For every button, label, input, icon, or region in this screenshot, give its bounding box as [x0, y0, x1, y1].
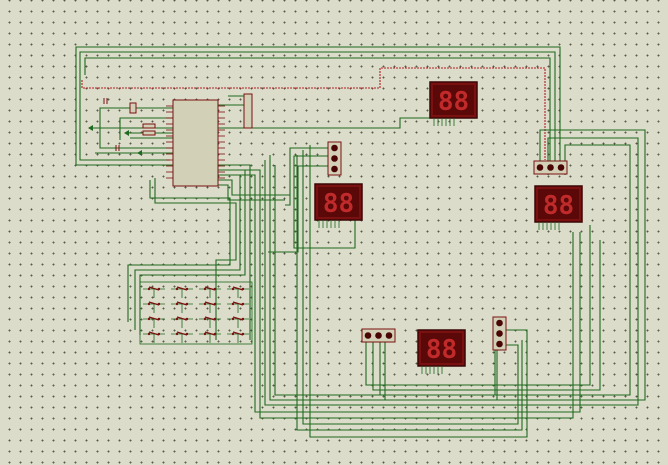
connector-3-pin[interactable] — [385, 332, 393, 339]
connector-4-pin[interactable] — [496, 319, 503, 327]
keypad-button[interactable] — [171, 331, 193, 343]
wire-keypad-1 — [139, 169, 246, 335]
display-2[interactable]: 88 — [314, 183, 363, 228]
wire-top-loop-3 — [84, 57, 551, 165]
wire-keypad-3 — [218, 164, 251, 340]
ground-arrow-1 — [88, 125, 93, 131]
keypad-button[interactable] — [199, 286, 221, 298]
keypad-button[interactable] — [143, 316, 165, 328]
connector-4-pin[interactable] — [496, 340, 503, 348]
display-3[interactable]: 88 — [534, 185, 583, 230]
keypad-button[interactable] — [143, 301, 165, 313]
wire-keypad-5 — [154, 178, 237, 340]
keypad-button[interactable] — [171, 301, 193, 313]
wire-bottom-1 — [220, 174, 581, 413]
keypad-button[interactable] — [143, 286, 165, 298]
connector-1-pin[interactable] — [331, 155, 338, 162]
connector-1-pin[interactable] — [331, 165, 338, 173]
wire-chip-display2-2 — [218, 184, 285, 201]
wire-keypad-2 — [134, 174, 241, 330]
wire-chip-display2-1 — [218, 179, 290, 196]
ground-arrow-2 — [124, 130, 129, 136]
keypad-button[interactable] — [171, 286, 193, 298]
connector-3[interactable] — [361, 328, 396, 343]
microcontroller-chip[interactable] — [166, 99, 225, 187]
keypad-button[interactable] — [171, 316, 193, 328]
ground-arrow-3 — [137, 150, 142, 156]
pin-header[interactable] — [228, 93, 253, 129]
resistor-1[interactable] — [142, 123, 156, 129]
display-4-digits: 88 — [426, 335, 457, 365]
wire-keypad-4 — [127, 180, 231, 322]
oscillator-components[interactable] — [88, 98, 156, 156]
wire-mid-1 — [285, 147, 328, 206]
wire-chip-display1 — [218, 117, 430, 129]
crystal[interactable] — [129, 102, 137, 114]
wire-bottom-3 — [302, 150, 519, 425]
wire-display3-1 — [365, 225, 591, 386]
keypad[interactable] — [139, 281, 253, 345]
keypad-button[interactable] — [199, 331, 221, 343]
resistor-2[interactable] — [142, 130, 156, 136]
wire-mid-2 — [293, 155, 356, 249]
display-4[interactable]: 88 — [417, 329, 466, 374]
keypad-button[interactable] — [227, 286, 249, 298]
wire-display3-4 — [384, 340, 498, 401]
wire-right-1 — [269, 129, 646, 401]
wires — [75, 46, 646, 438]
display-2-digits: 88 — [323, 189, 354, 219]
connector-2-pin[interactable] — [557, 164, 565, 171]
connector-2-pin[interactable] — [536, 164, 544, 171]
wire-top-loop-1 — [75, 46, 561, 166]
wire-osc-2 — [119, 117, 173, 140]
wire-display3-3 — [379, 335, 496, 396]
keypad-button[interactable] — [227, 331, 249, 343]
display-3-digits: 88 — [543, 191, 574, 221]
keypad-button[interactable] — [199, 316, 221, 328]
wire-display3-2 — [372, 240, 601, 391]
wire-mid-3 — [268, 165, 328, 253]
red-bus-wire — [81, 67, 546, 160]
display-1-digits: 88 — [438, 87, 469, 117]
connector-2[interactable] — [533, 160, 568, 175]
connector-4[interactable] — [492, 316, 507, 351]
connector-3-pin[interactable] — [364, 332, 372, 339]
connector-4-pin[interactable] — [496, 330, 503, 337]
wire-top-loop-2 — [79, 51, 556, 165]
keypad-button[interactable] — [227, 301, 249, 313]
keypad-button[interactable] — [143, 331, 165, 343]
keypad-frame — [139, 281, 253, 345]
wire-bottom-5 — [309, 145, 528, 438]
connector-3-pin[interactable] — [375, 332, 382, 339]
connector-1-pin[interactable] — [331, 144, 338, 152]
wire-right-3 — [274, 144, 631, 396]
keypad-button[interactable] — [199, 301, 221, 313]
display-1[interactable]: 88 — [429, 81, 478, 126]
connector-2-pin[interactable] — [547, 164, 554, 171]
keypad-button[interactable] — [227, 316, 249, 328]
wire-right-2 — [264, 137, 639, 406]
wire-bottom-2 — [225, 169, 574, 419]
connector-1[interactable] — [327, 141, 342, 176]
